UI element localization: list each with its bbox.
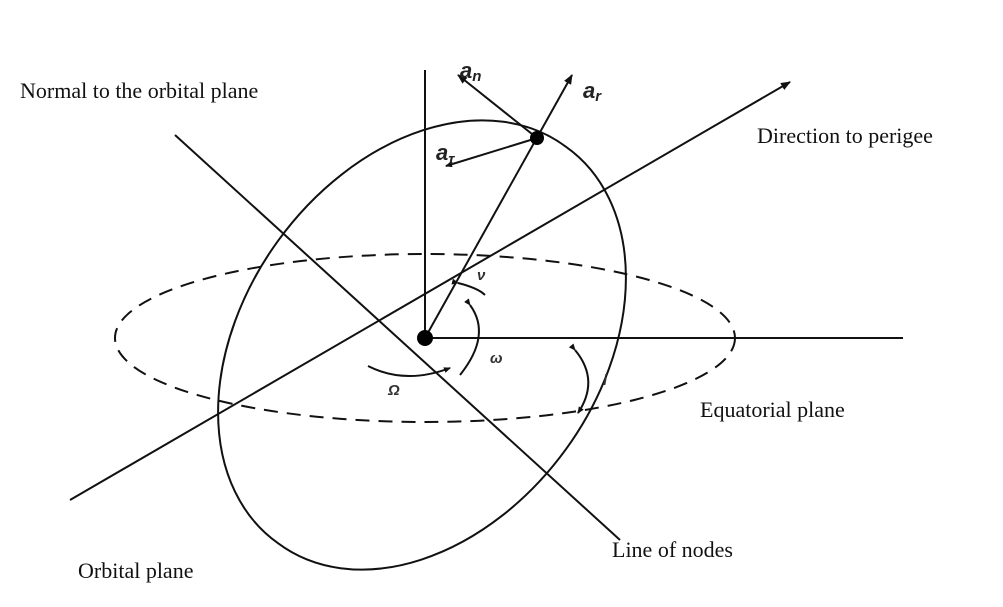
a-tau-sub: τ <box>448 151 455 168</box>
label-orbital: Orbital plane <box>78 558 193 583</box>
a-n-sub: n <box>472 68 481 85</box>
label-omega: ω <box>490 350 503 367</box>
label-i: i <box>603 372 608 389</box>
a-r-sub: r <box>595 88 602 105</box>
label-a-r: ar <box>583 78 602 105</box>
a-n-base: a <box>460 58 472 83</box>
Omega-angle-arc <box>367 365 451 377</box>
orbit-ellipse <box>217 119 627 571</box>
label-a-n: an <box>460 58 481 85</box>
label-perigee: Direction to perigee <box>757 123 933 148</box>
central-body-dot <box>417 330 433 346</box>
line-of-nodes <box>174 134 621 541</box>
label-equatorial: Equatorial plane <box>700 397 845 422</box>
a-tau-vector <box>445 137 538 168</box>
satellite-dot <box>530 131 544 145</box>
label-nodes: Line of nodes <box>612 537 733 562</box>
a-tau-base: a <box>436 140 448 165</box>
label-a-tau: aτ <box>436 140 455 168</box>
omega-angle-arc <box>459 298 480 376</box>
perigee-direction-line <box>69 81 791 501</box>
a-r-base: a <box>583 78 595 103</box>
nu-angle-arc <box>451 278 486 296</box>
label-normal: Normal to the orbital plane <box>20 78 258 103</box>
label-nu: ν <box>477 267 486 284</box>
radius-vector <box>424 74 573 339</box>
label-Omega: Ω <box>387 382 400 399</box>
i-angle-arc <box>568 343 590 414</box>
a-n-vector <box>457 74 538 139</box>
